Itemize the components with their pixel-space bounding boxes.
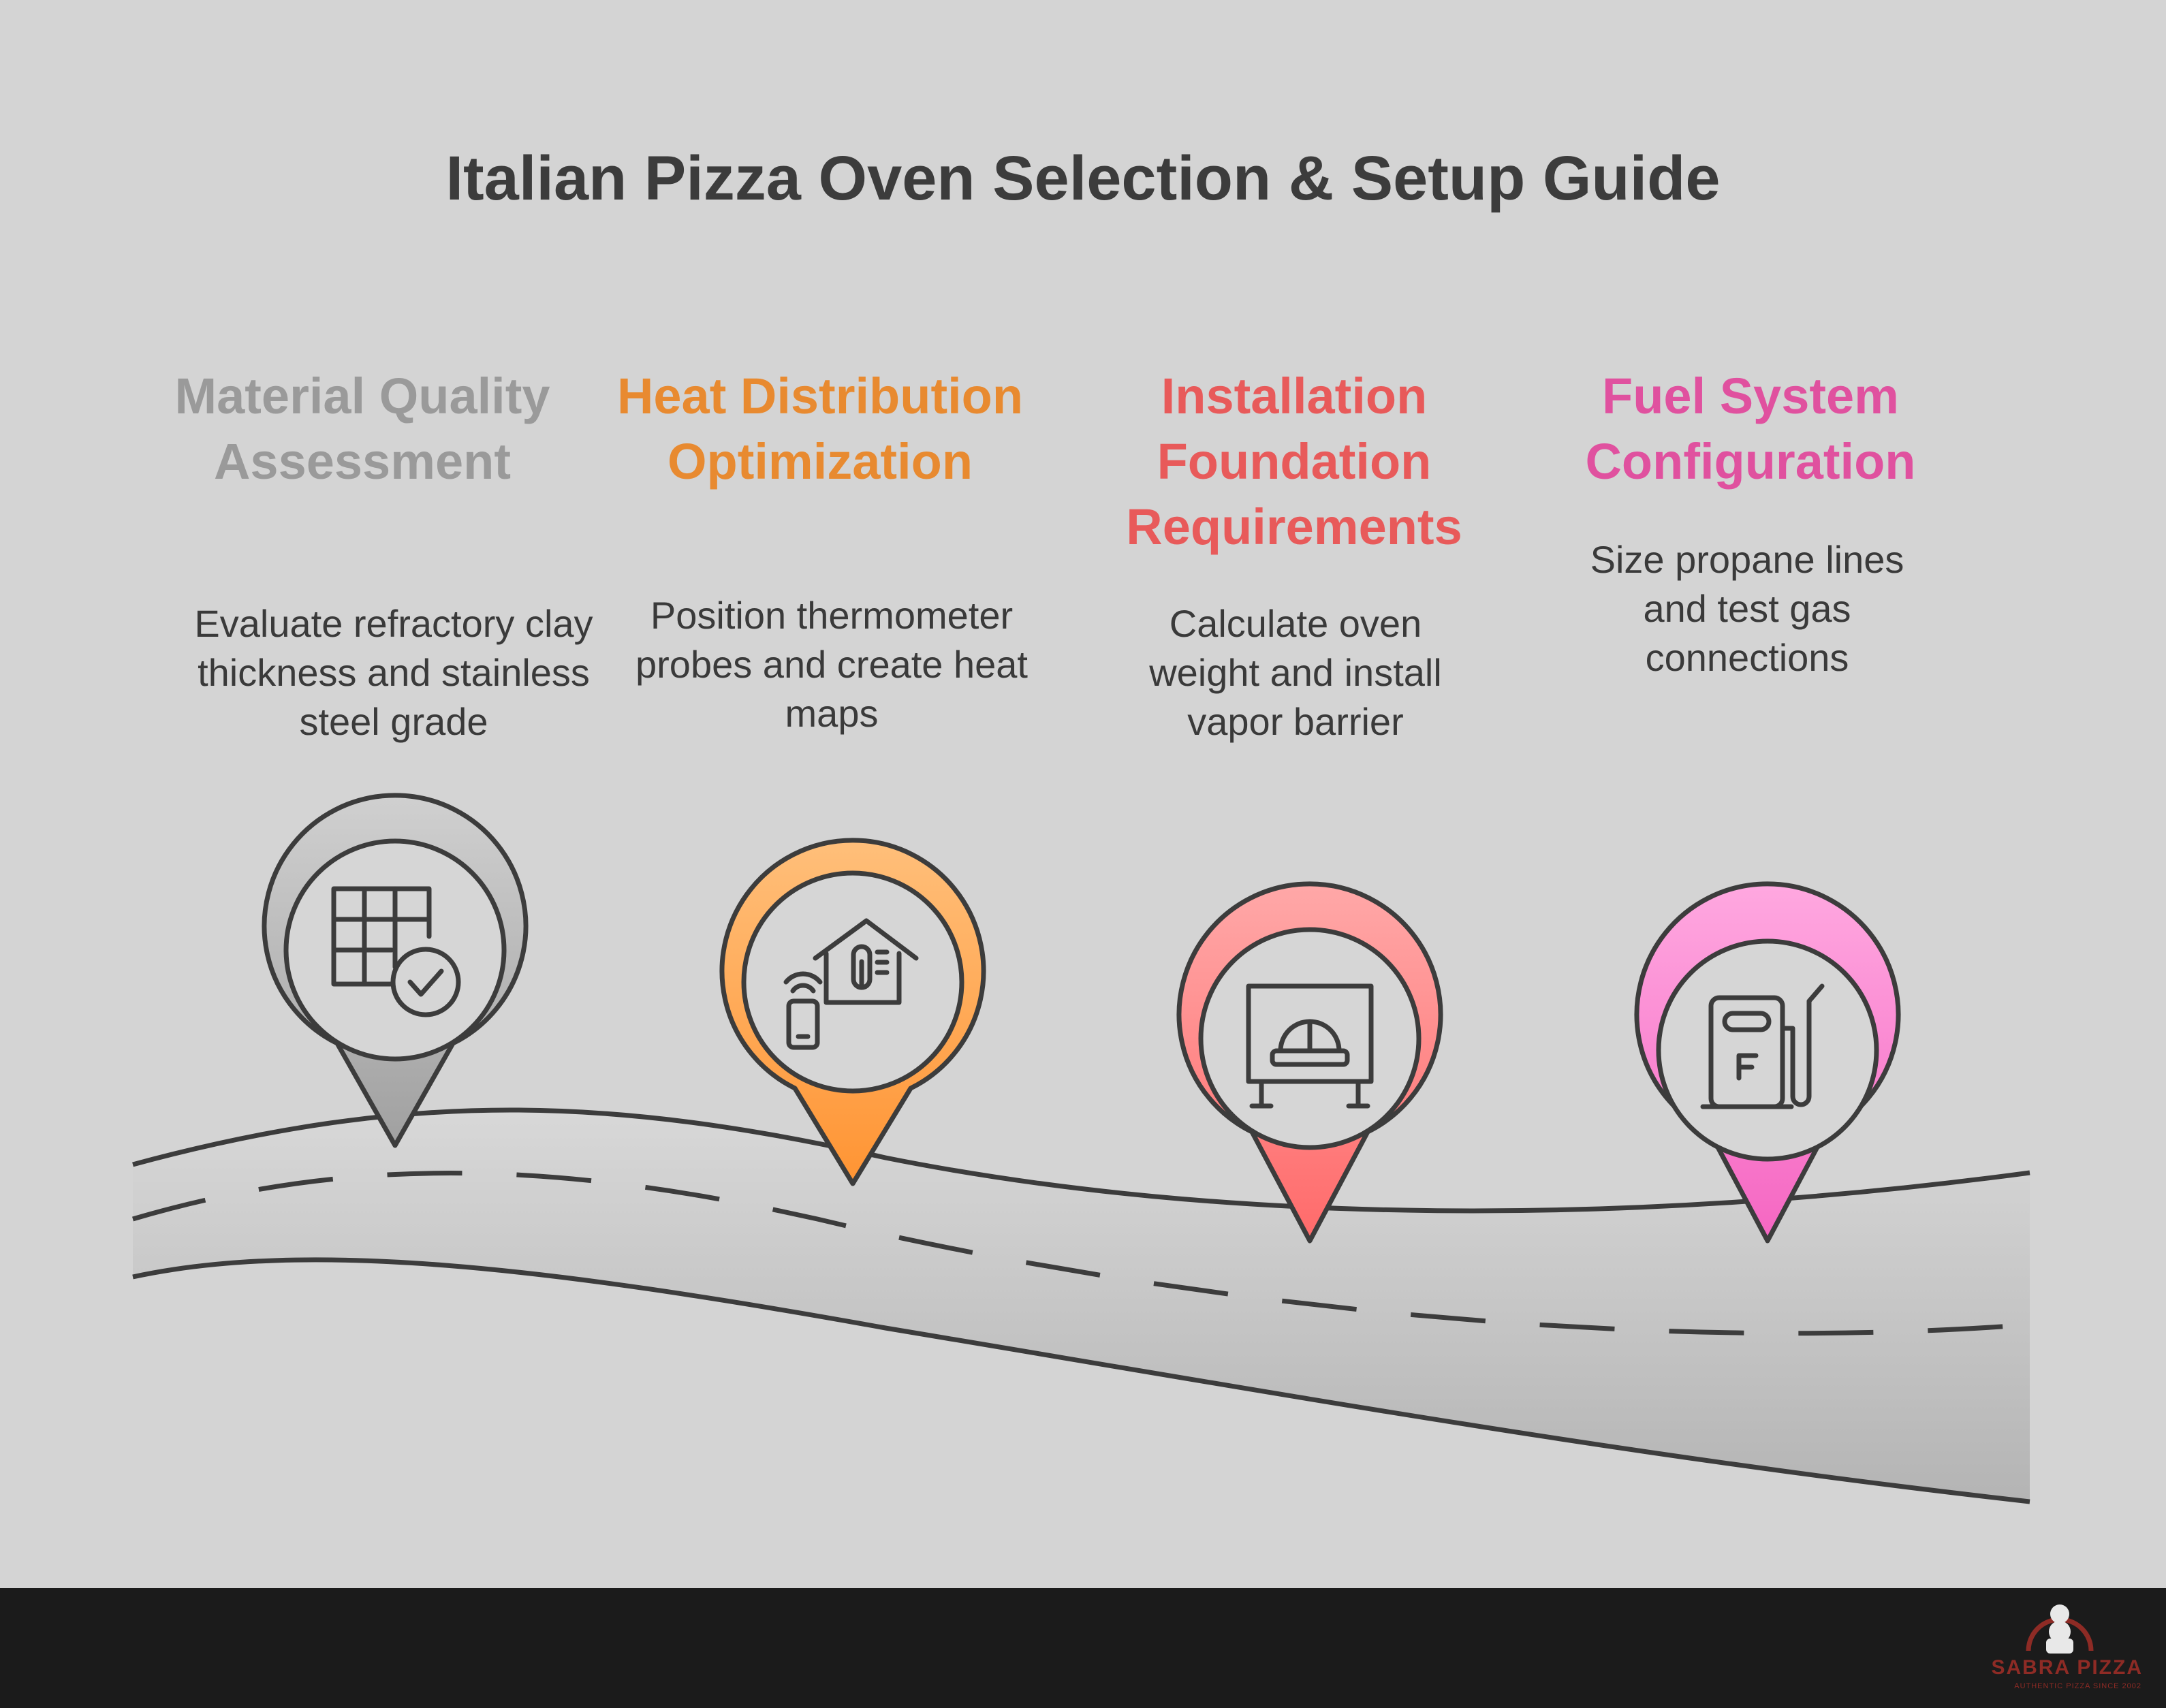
road-surface [133,1110,2030,1502]
stage-title-2: Heat Distribution Optimization [616,368,1024,490]
stage-description-4: Size propane lines and test gas connecti… [1590,538,1904,679]
milestone-pin-heat-distribution [719,838,986,1186]
footer-bar: SABRA PIZZA AUTHENTIC PIZZA SINCE 2002 [0,1588,2166,1708]
page-title: Italian Pizza Oven Selection & Setup Gui… [445,144,1721,213]
tile-grid-check-icon [331,886,461,1017]
stage-description-3: Calculate oven weight and install vapor … [1149,602,1442,743]
stage-description-1: Evaluate refractory clay thickness and s… [194,602,593,743]
milestone-pin-installation-foundation [1176,881,1443,1244]
stage-title-3: Installation Foundation Requirements [1126,368,1462,555]
milestone-pin-fuel-system [1634,881,1901,1244]
stage-description-2: Position thermometer probes and create h… [635,594,1028,735]
fuel-pump-icon [1700,983,1825,1109]
stage-title-4: Fuel System Configuration [1585,368,1916,490]
milestone-pin-material-quality [262,793,529,1148]
logo-subtitle: AUTHENTIC PIZZA SINCE 2002 [2014,1682,2141,1690]
road-center-dashes [132,1171,2030,1336]
road-bottom-edge [132,1257,2030,1504]
construction-helmet-sign-icon [1246,983,1374,1109]
smart-home-thermometer-icon [783,918,919,1050]
logo-text: SABRA PIZZA [1991,1656,2143,1679]
chef-logo-icon [2026,1604,2094,1654]
stage-title-1: Material Quality Assessment [174,368,550,490]
